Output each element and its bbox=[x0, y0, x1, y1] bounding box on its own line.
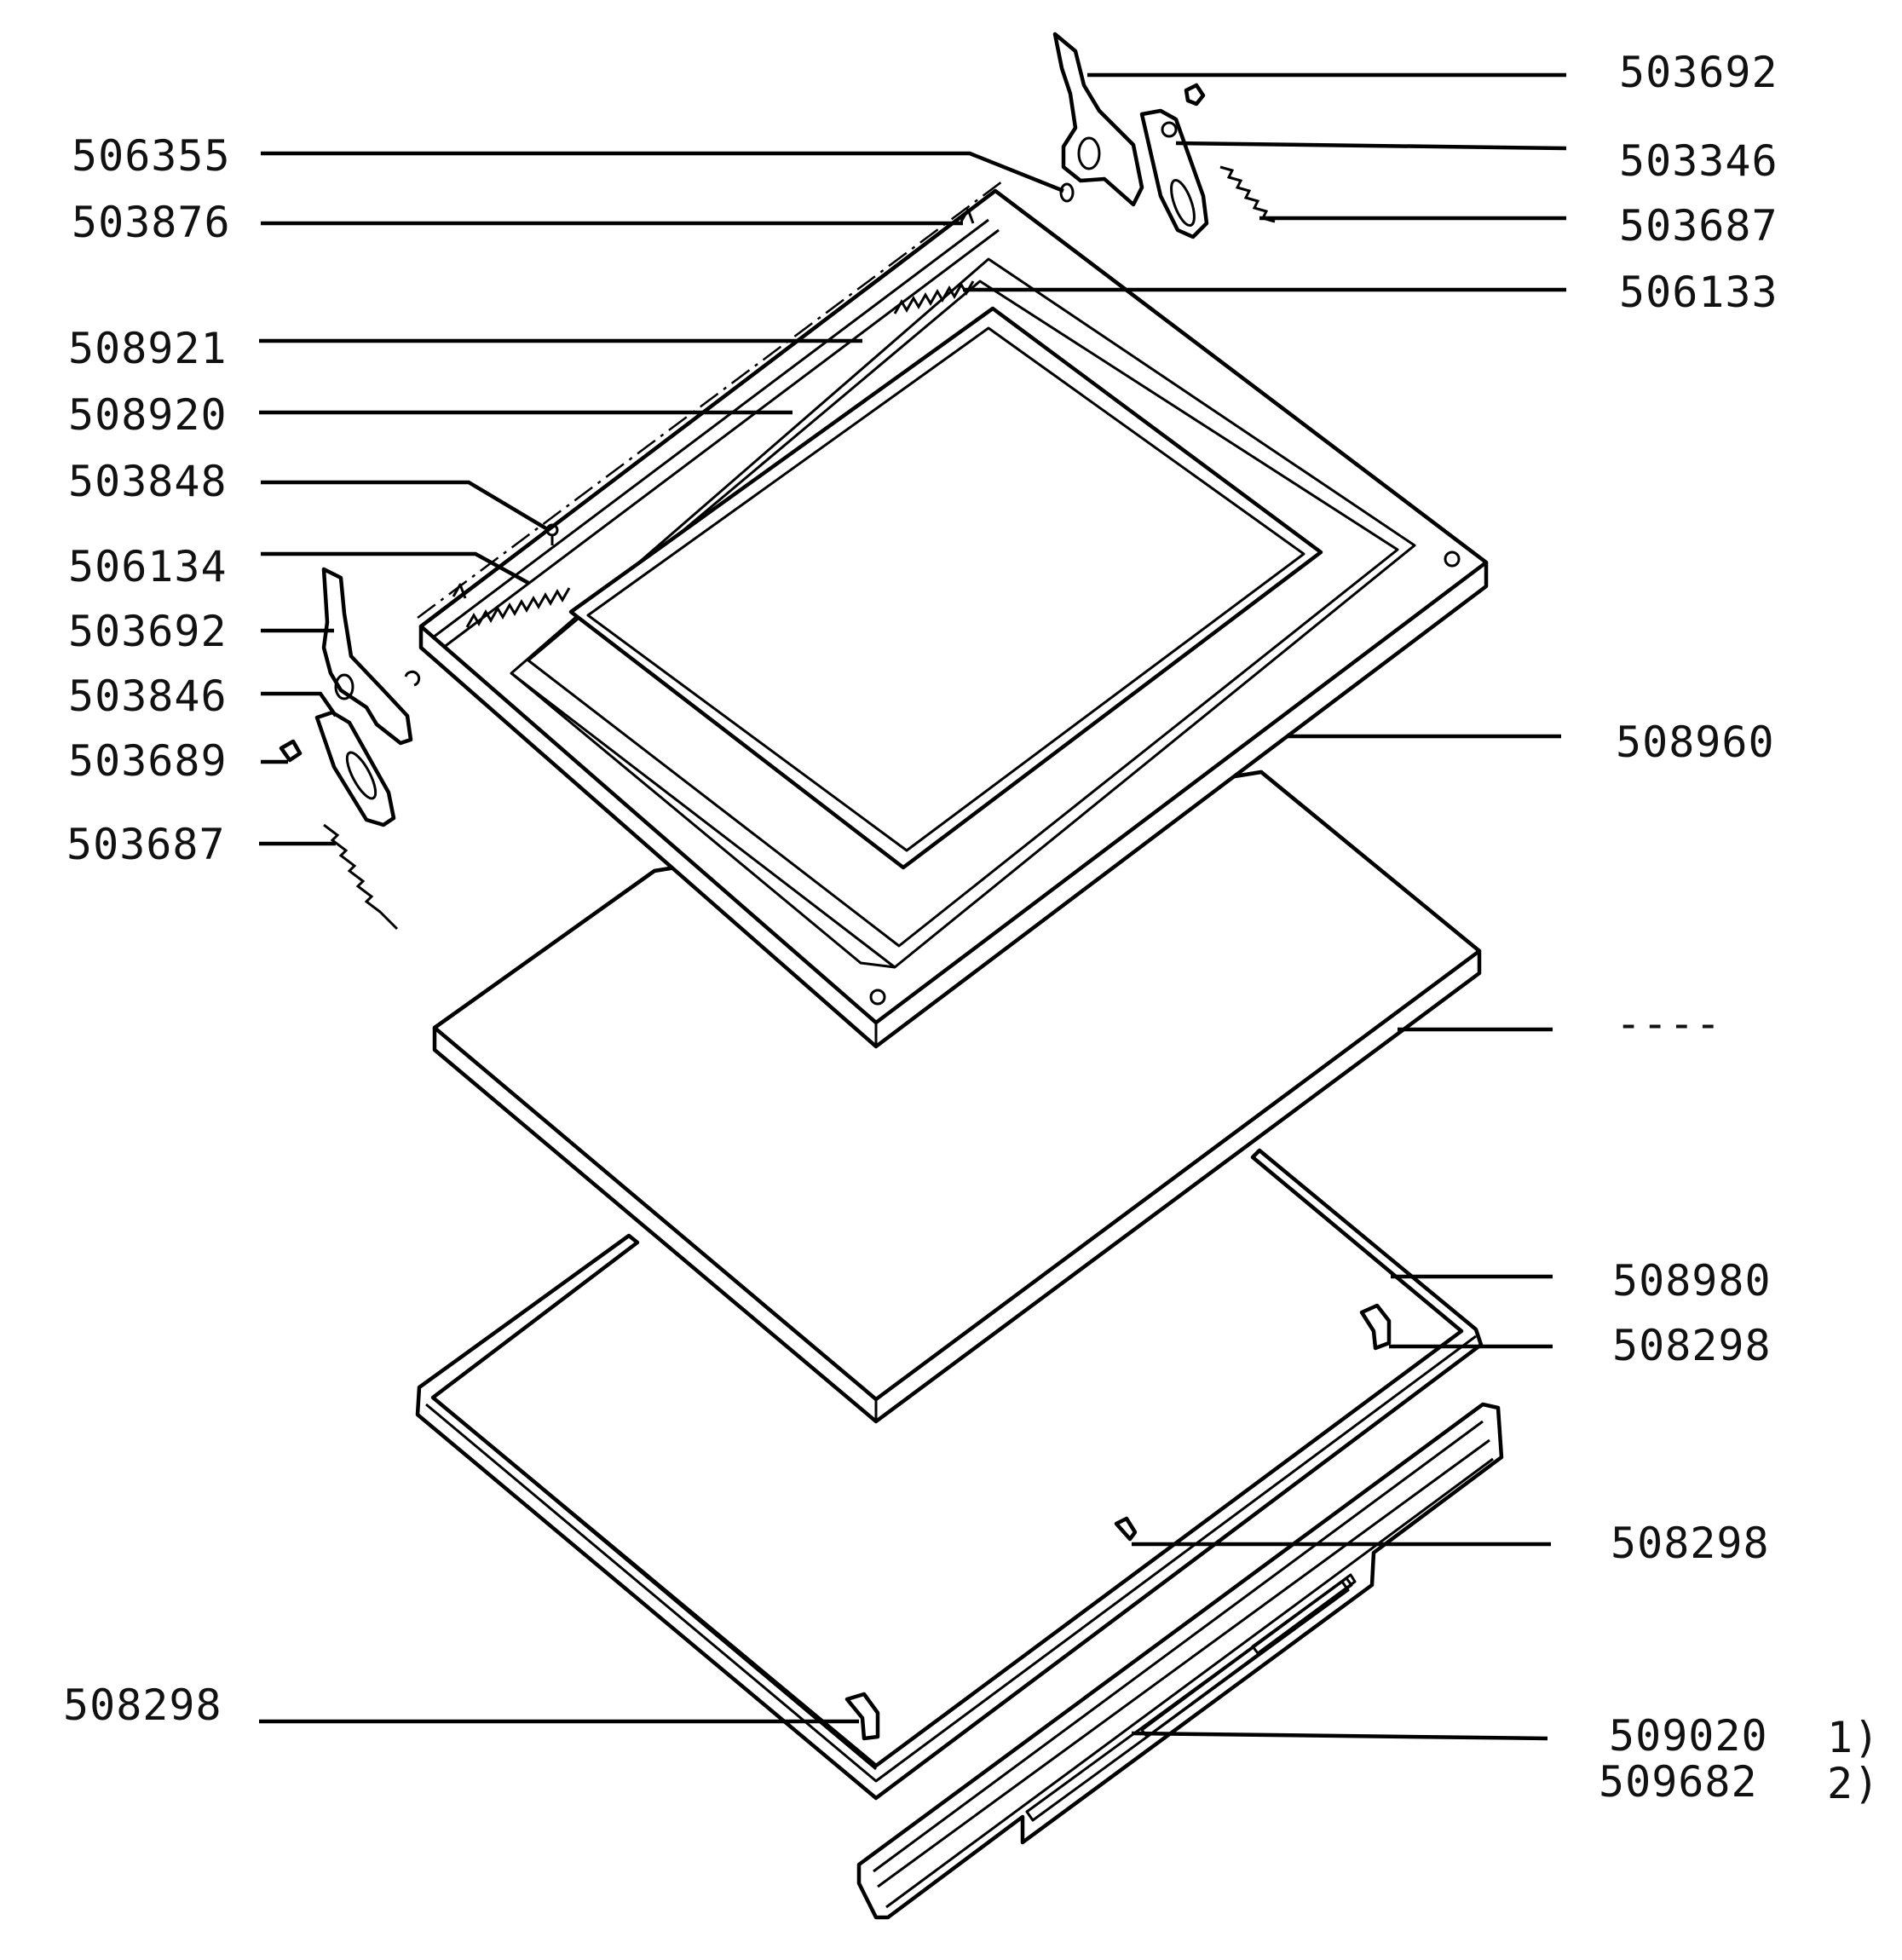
spring-503687-top bbox=[1219, 165, 1276, 223]
label-503692-left: 503692 bbox=[68, 607, 228, 656]
label-508921: 508921 bbox=[68, 324, 228, 373]
label-503687-left: 503687 bbox=[66, 820, 226, 869]
label-509020: 509020 bbox=[1609, 1711, 1768, 1761]
hinge-503692-top bbox=[1052, 32, 1144, 207]
glass-panel bbox=[432, 770, 1482, 1424]
label-503687-right: 503687 bbox=[1619, 201, 1778, 251]
label-508980: 508980 bbox=[1612, 1256, 1772, 1306]
hinge-503846 bbox=[314, 710, 396, 827]
footnote-1: 1) bbox=[1827, 1713, 1881, 1762]
clip-508298-a bbox=[1359, 1303, 1392, 1351]
label-glass-dash: ---- bbox=[1616, 999, 1722, 1048]
label-508298-right-a: 508298 bbox=[1612, 1321, 1772, 1370]
spring-506134 bbox=[465, 587, 571, 628]
label-503346: 503346 bbox=[1619, 136, 1778, 186]
screw-503689 bbox=[279, 739, 303, 763]
clip-left-upper bbox=[404, 583, 467, 687]
label-503846: 503846 bbox=[68, 672, 228, 721]
label-508920: 508920 bbox=[68, 390, 228, 440]
label-508298-right-b: 508298 bbox=[1611, 1519, 1770, 1568]
clip-508298-b bbox=[1114, 1516, 1138, 1542]
door-frame bbox=[417, 177, 1489, 1049]
footnote-2: 2) bbox=[1827, 1759, 1881, 1808]
hinge-503346 bbox=[1139, 83, 1209, 239]
label-508298-left: 508298 bbox=[63, 1680, 222, 1730]
bottom-frame bbox=[415, 1148, 1484, 1801]
label-503848: 503848 bbox=[68, 457, 228, 506]
spring-506133 bbox=[893, 280, 975, 314]
clip-506355 bbox=[1059, 182, 1075, 203]
label-509682: 509682 bbox=[1599, 1757, 1758, 1807]
spring-503687-left bbox=[323, 823, 399, 931]
label-506134: 506134 bbox=[68, 542, 228, 591]
handle-bar bbox=[856, 1402, 1504, 1920]
clip-503876 bbox=[960, 208, 975, 224]
label-508960: 508960 bbox=[1616, 718, 1775, 767]
clip-508298-c bbox=[844, 1692, 880, 1741]
label-506133: 506133 bbox=[1619, 268, 1778, 317]
label-506355: 506355 bbox=[72, 131, 231, 181]
label-503692-right: 503692 bbox=[1619, 48, 1778, 97]
label-503689: 503689 bbox=[68, 736, 228, 786]
leader-lines bbox=[259, 72, 1567, 1741]
hinge-503692-left bbox=[321, 567, 413, 746]
label-503876: 503876 bbox=[72, 198, 231, 247]
